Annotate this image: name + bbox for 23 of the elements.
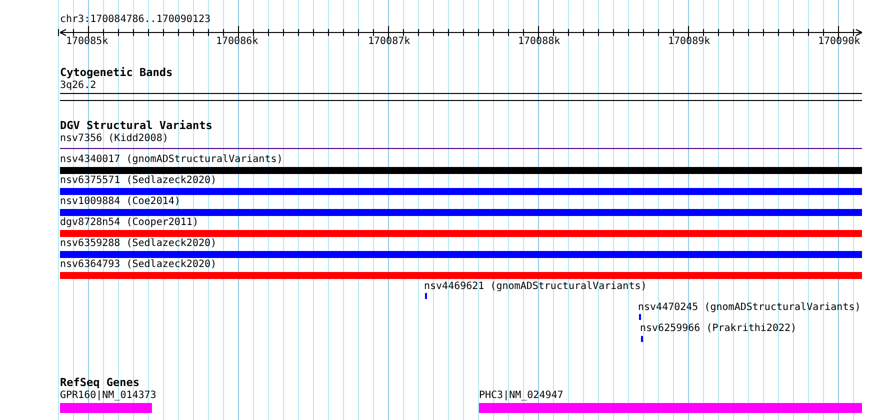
variant-label: nsv6259966 (Prakrithi2022) xyxy=(640,323,797,335)
tick-label: 170088k xyxy=(518,36,560,48)
track-title: Cytogenetic Bands xyxy=(60,67,173,79)
gene-label: PHC3|NM_024947 xyxy=(479,390,564,402)
tick-label: 170090k xyxy=(818,36,860,48)
tick-label: 170089k xyxy=(668,36,710,48)
tick-label: 170085k xyxy=(66,36,108,48)
variant-label: nsv4340017 (gnomADStructuralVariants) xyxy=(60,154,283,166)
variant-label: nsv6359288 (Sedlazeck2020) xyxy=(60,238,217,250)
tick-label: 170086k xyxy=(216,36,258,48)
track-title: RefSeq Genes xyxy=(60,377,140,389)
variant-label: dgv8728n54 (Cooper2011) xyxy=(60,217,198,229)
gene-label: GPR160|NM_014373 xyxy=(60,390,156,402)
band-label: 3q26.2 xyxy=(60,80,96,92)
variant-label: nsv1009884 (Coe2014) xyxy=(60,196,180,208)
variant-label: nsv4469621 (gnomADStructuralVariants) xyxy=(424,281,647,293)
variant-label: nsv6375571 (Sedlazeck2020) xyxy=(60,175,217,187)
variant-label: nsv4470245 (gnomADStructuralVariants) xyxy=(638,302,861,314)
variant-label: nsv6364793 (Sedlazeck2020) xyxy=(60,259,217,271)
coordinate-range: chr3:170084786..170090123 xyxy=(60,14,211,26)
variant-label: nsv7356 (Kidd2008) xyxy=(60,133,168,145)
track-title: DGV Structural Variants xyxy=(60,120,212,132)
tick-label: 170087k xyxy=(368,36,410,48)
